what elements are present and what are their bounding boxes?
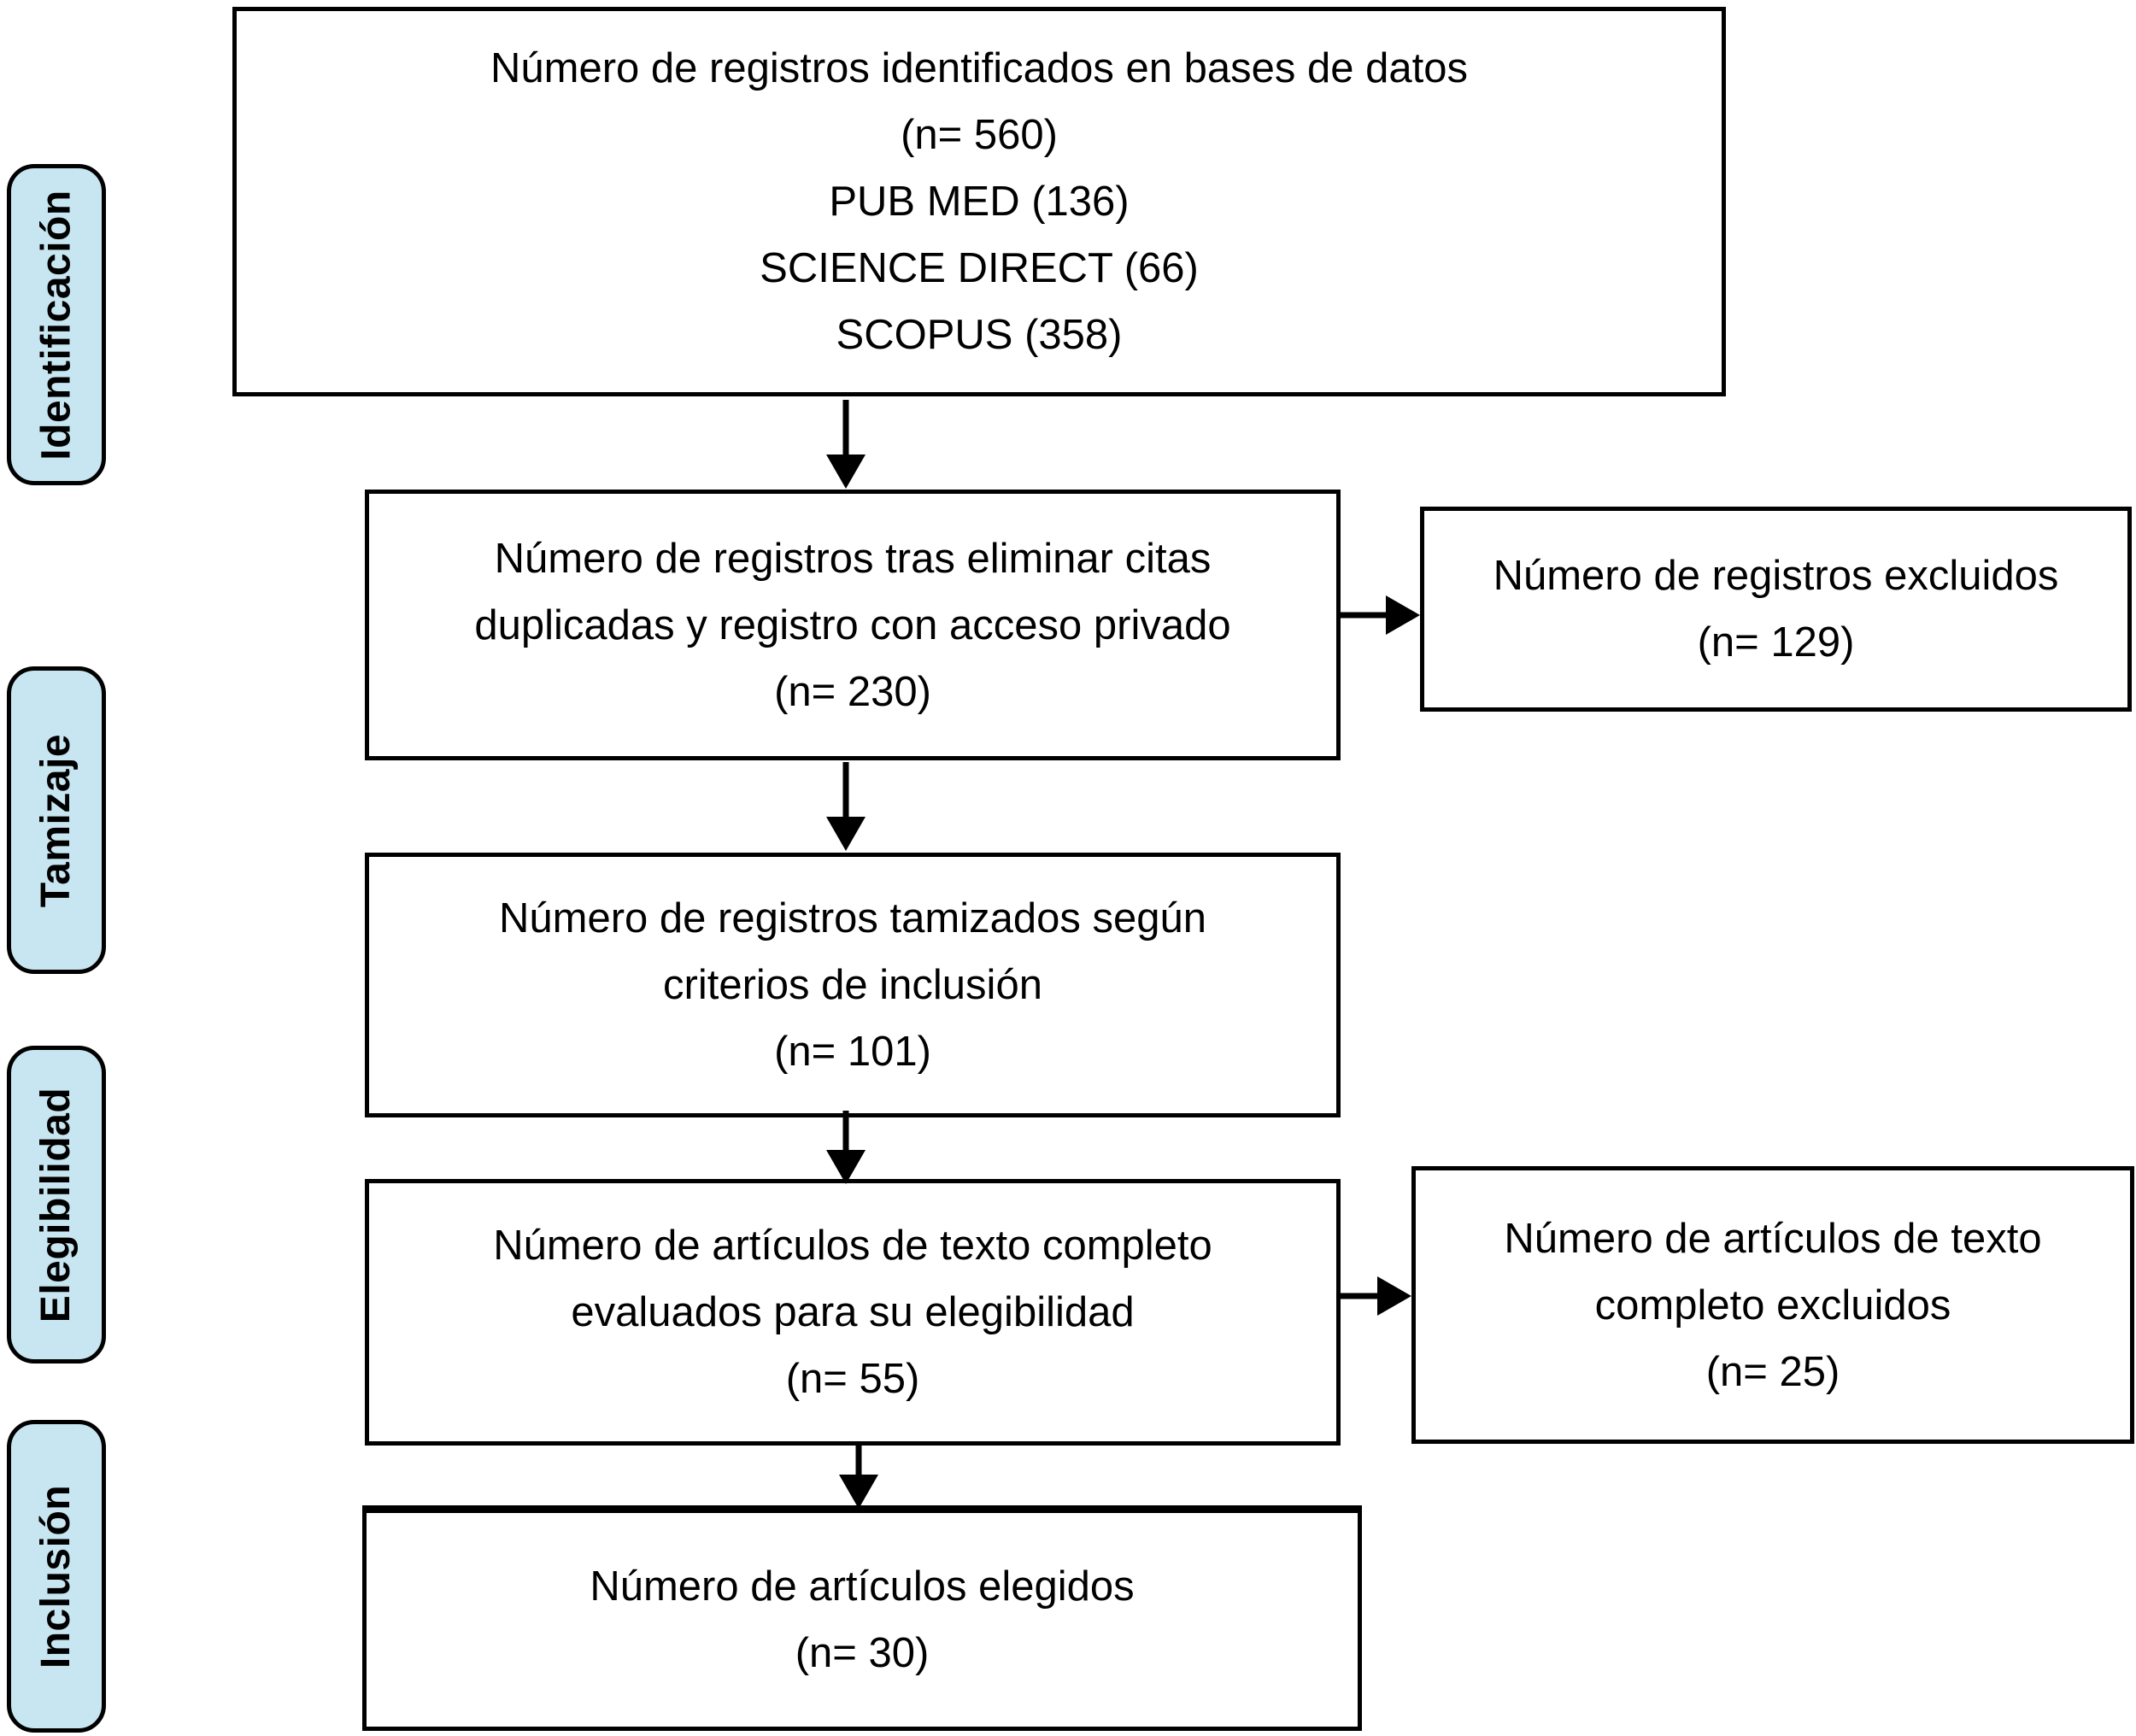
text-line: (n= 230) — [774, 668, 931, 715]
box-fulltext-excluded: Número de artículos de texto completo ex… — [1411, 1166, 2134, 1444]
text-line: PUB MED (136) — [829, 179, 1130, 225]
text-line: Número de registros excluidos — [1493, 553, 2059, 599]
stage-label-text: Inclusión — [33, 1484, 79, 1669]
text-line: duplicadas y registro con acceso privado — [474, 601, 1231, 648]
text-line: Número de registros tamizados según — [499, 895, 1206, 941]
arrow-right-dedup-to-excluded — [1339, 595, 1420, 635]
stage-label-inclusion: Inclusión — [7, 1420, 106, 1733]
text-line: (n= 25) — [1705, 1348, 1840, 1395]
stage-label-screening: Tamizaje — [7, 666, 106, 974]
text-line: (n= 55) — [785, 1356, 920, 1402]
arrow-right-fulltext-to-excluded — [1339, 1276, 1411, 1316]
text-line: (n= 30) — [795, 1630, 930, 1676]
arrow-down-screened-to-fulltext — [826, 1111, 866, 1184]
text-line: completo excluidos — [1594, 1281, 1951, 1328]
stage-label-text: Identificación — [33, 189, 79, 460]
stage-label-eligibility: Elegibilidad — [7, 1046, 106, 1364]
box-fulltext-assessed: Número de artículos de texto completo ev… — [365, 1179, 1341, 1446]
text-line: SCOPUS (358) — [836, 312, 1123, 358]
text-line: Número de artículos de texto — [1504, 1215, 2042, 1262]
stage-label-text: Tamizaje — [33, 733, 79, 907]
box-articles-included: Número de artículos elegidos (n= 30) — [362, 1505, 1362, 1731]
stage-label-identification: Identificación — [7, 164, 106, 485]
box-records-identified: Número de registros identificados en bas… — [232, 7, 1726, 396]
text-line: (n= 560) — [901, 112, 1058, 158]
arrow-down-identified-to-dedup — [826, 400, 866, 489]
stage-label-text: Elegibilidad — [33, 1087, 79, 1323]
text-line: SCIENCE DIRECT (66) — [760, 245, 1199, 291]
box-records-screened: Número de registros tamizados según crit… — [365, 853, 1341, 1117]
arrow-down-fulltext-to-included — [839, 1446, 878, 1509]
arrow-down-dedup-to-screened — [826, 762, 866, 851]
text-line: evaluados para su elegibilidad — [571, 1289, 1135, 1335]
text-line: Número de artículos elegidos — [590, 1563, 1135, 1610]
text-line: criterios de inclusión — [663, 962, 1042, 1008]
text-line: Número de artículos de texto completo — [493, 1223, 1212, 1269]
box-records-excluded: Número de registros excluidos (n= 129) — [1420, 507, 2132, 712]
text-line: Número de registros identificados en bas… — [490, 45, 1468, 91]
box-records-after-dedup: Número de registros tras eliminar citas … — [365, 490, 1341, 760]
text-line: (n= 129) — [1697, 619, 1855, 666]
text-line: (n= 101) — [774, 1029, 931, 1075]
text-line: Número de registros tras eliminar citas — [494, 535, 1212, 582]
